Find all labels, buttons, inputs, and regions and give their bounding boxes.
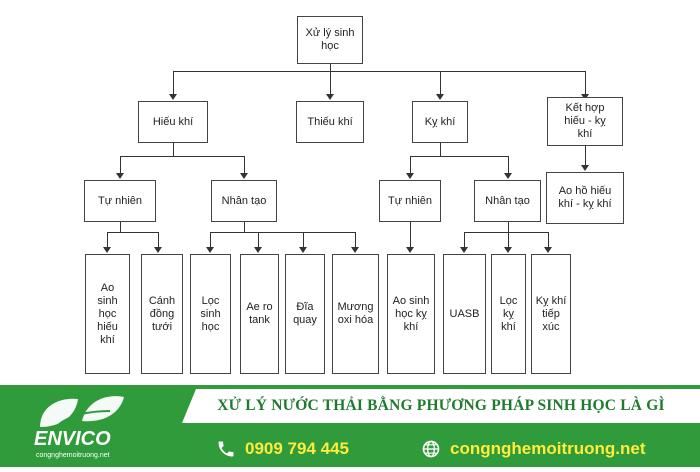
node-anaerobic-natural: Tự nhiên	[379, 180, 441, 222]
arrowhead	[254, 247, 262, 253]
connector	[548, 232, 549, 248]
arrowhead	[326, 94, 334, 100]
arrowhead	[240, 173, 248, 179]
connector	[258, 232, 259, 248]
connector	[120, 156, 244, 157]
connector	[585, 146, 586, 166]
logo-url: congnghemoitruong.net	[36, 452, 110, 459]
connector	[330, 64, 331, 72]
website-contact[interactable]: congnghemoitruong.net	[420, 438, 645, 460]
website-url: congnghemoitruong.net	[450, 438, 646, 458]
node-aerobic-natural: Tự nhiên	[84, 180, 156, 222]
node-combined: Kết hợp hiếu - kỵ khí	[547, 97, 623, 146]
contact-bar: 0909 794 445 congnghemoitruong.net	[215, 430, 700, 467]
node-aerobic-artificial: Nhân tạo	[211, 180, 277, 222]
arrowhead	[436, 94, 444, 100]
arrowhead	[460, 247, 468, 253]
connector	[158, 232, 159, 248]
biological-treatment-diagram: Xử lý sinh học Hiếu khí Thiếu khí Kỵ khí…	[84, 16, 624, 374]
node-rotating-disc: Đĩa quay	[285, 254, 325, 374]
phone-number: 0909 794 445	[245, 438, 349, 458]
node-aerobic: Hiếu khí	[138, 101, 208, 143]
connector	[464, 232, 548, 233]
node-biofilter: Lọc sinh học	[190, 254, 231, 374]
arrowhead	[103, 247, 111, 253]
connector	[464, 232, 465, 248]
node-anaerobic-pond: Ao sinh học kỵ khí	[387, 254, 435, 374]
connector	[210, 232, 355, 233]
connector	[210, 232, 211, 248]
connector	[173, 71, 174, 95]
arrowhead	[406, 247, 414, 253]
leaf-logo-icon: ENVICO congnghemoitruong.net	[34, 396, 124, 459]
node-anaerobic: Kỵ khí	[412, 101, 468, 143]
connector	[440, 143, 441, 156]
connector	[120, 222, 121, 232]
title-bar: XỬ LÝ NƯỚC THẢI BẰNG PHƯƠNG PHÁP SINH HỌ…	[182, 389, 700, 423]
arrowhead	[504, 247, 512, 253]
phone-icon	[215, 438, 237, 460]
connector	[355, 232, 356, 248]
phone-contact[interactable]: 0909 794 445	[215, 438, 420, 460]
connector	[107, 232, 158, 233]
connector	[244, 156, 245, 174]
connector	[585, 71, 586, 95]
node-aerobic-pond: Ao sinh học hiếu khí	[85, 254, 130, 374]
arrowhead	[169, 94, 177, 100]
connector	[508, 232, 509, 248]
node-anaerobic-filter: Lọc kỵ khí	[491, 254, 526, 374]
arrowhead	[154, 247, 162, 253]
arrowhead	[116, 173, 124, 179]
node-contact-anaerobic: Kỵ khí tiếp xúc	[531, 254, 571, 374]
connector	[244, 222, 245, 232]
node-root: Xử lý sinh học	[297, 16, 363, 64]
page-title: XỬ LÝ NƯỚC THẢI BẰNG PHƯƠNG PHÁP SINH HỌ…	[217, 397, 665, 414]
connector	[120, 156, 121, 174]
arrowhead	[351, 247, 359, 253]
arrowhead	[544, 247, 552, 253]
connector	[410, 156, 508, 157]
connector	[107, 232, 108, 248]
arrowhead	[299, 247, 307, 253]
node-combined-pond: Ao hồ hiếu khí - kỵ khí	[546, 172, 624, 224]
connector	[440, 71, 441, 95]
connector	[173, 71, 585, 72]
connector	[410, 222, 411, 248]
logo-text: ENVICO	[34, 428, 111, 450]
node-aerotank: Ae ro tank	[240, 254, 279, 374]
connector	[173, 143, 174, 156]
logo: ENVICO congnghemoitruong.net	[0, 385, 182, 467]
arrowhead	[406, 173, 414, 179]
arrowhead	[504, 173, 512, 179]
connector	[508, 156, 509, 174]
connector	[410, 156, 411, 174]
connector	[508, 222, 509, 232]
node-oxidation-ditch: Mương oxi hóa	[332, 254, 379, 374]
arrowhead	[206, 247, 214, 253]
connector	[303, 232, 304, 248]
node-anaerobic-artificial: Nhân tạo	[474, 180, 541, 222]
connector	[330, 71, 331, 95]
globe-icon	[420, 438, 442, 460]
node-anoxic: Thiếu khí	[296, 101, 364, 143]
arrowhead	[581, 165, 589, 171]
node-uasb: UASB	[443, 254, 486, 374]
node-irrigation-field: Cánh đồng tưới	[141, 254, 183, 374]
